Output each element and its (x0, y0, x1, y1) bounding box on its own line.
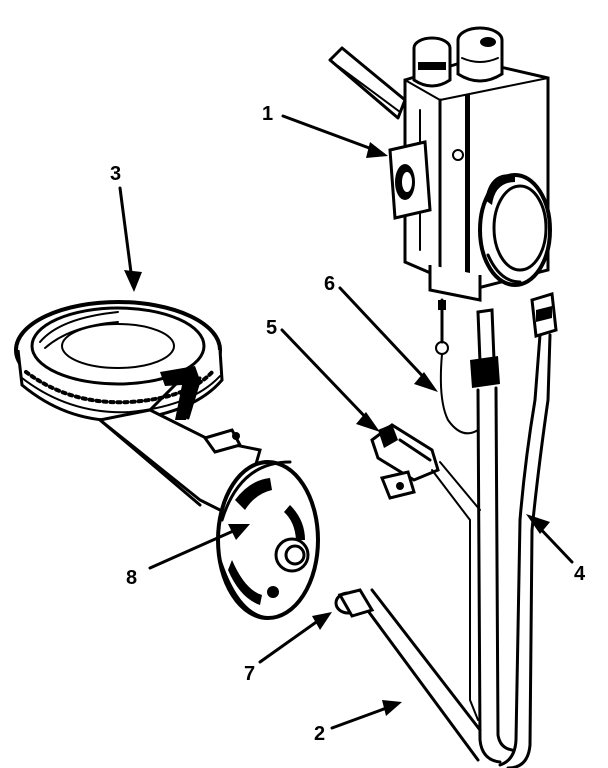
callout-8: 8 (126, 567, 137, 589)
burner-assembly (14, 300, 320, 620)
callout-2: 2 (314, 723, 325, 745)
callout-7: 7 (244, 663, 255, 685)
gas-control-valve (328, 26, 552, 302)
gas-tubing (334, 308, 552, 768)
callout-5: 5 (266, 317, 277, 339)
callout-labels: 1 2 3 4 5 6 7 8 (110, 103, 586, 745)
callout-4: 4 (574, 563, 586, 585)
callout-1: 1 (262, 103, 273, 125)
callout-6: 6 (324, 273, 335, 295)
callout-3: 3 (110, 163, 121, 185)
callout-arrows (118, 114, 574, 730)
pilot-assembly (370, 292, 558, 500)
